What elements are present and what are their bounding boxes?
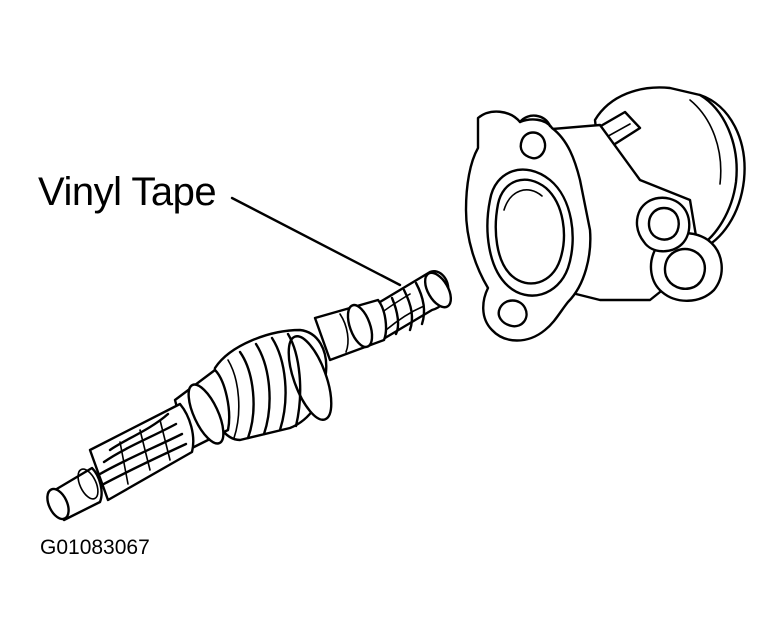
callout-leader-line bbox=[230, 196, 402, 287]
figure-id: G01083067 bbox=[40, 536, 150, 559]
gear-housing bbox=[464, 86, 746, 342]
driven-gear-shaft bbox=[46, 270, 453, 522]
vinyl-tape-callout: Vinyl Tape bbox=[38, 170, 217, 214]
